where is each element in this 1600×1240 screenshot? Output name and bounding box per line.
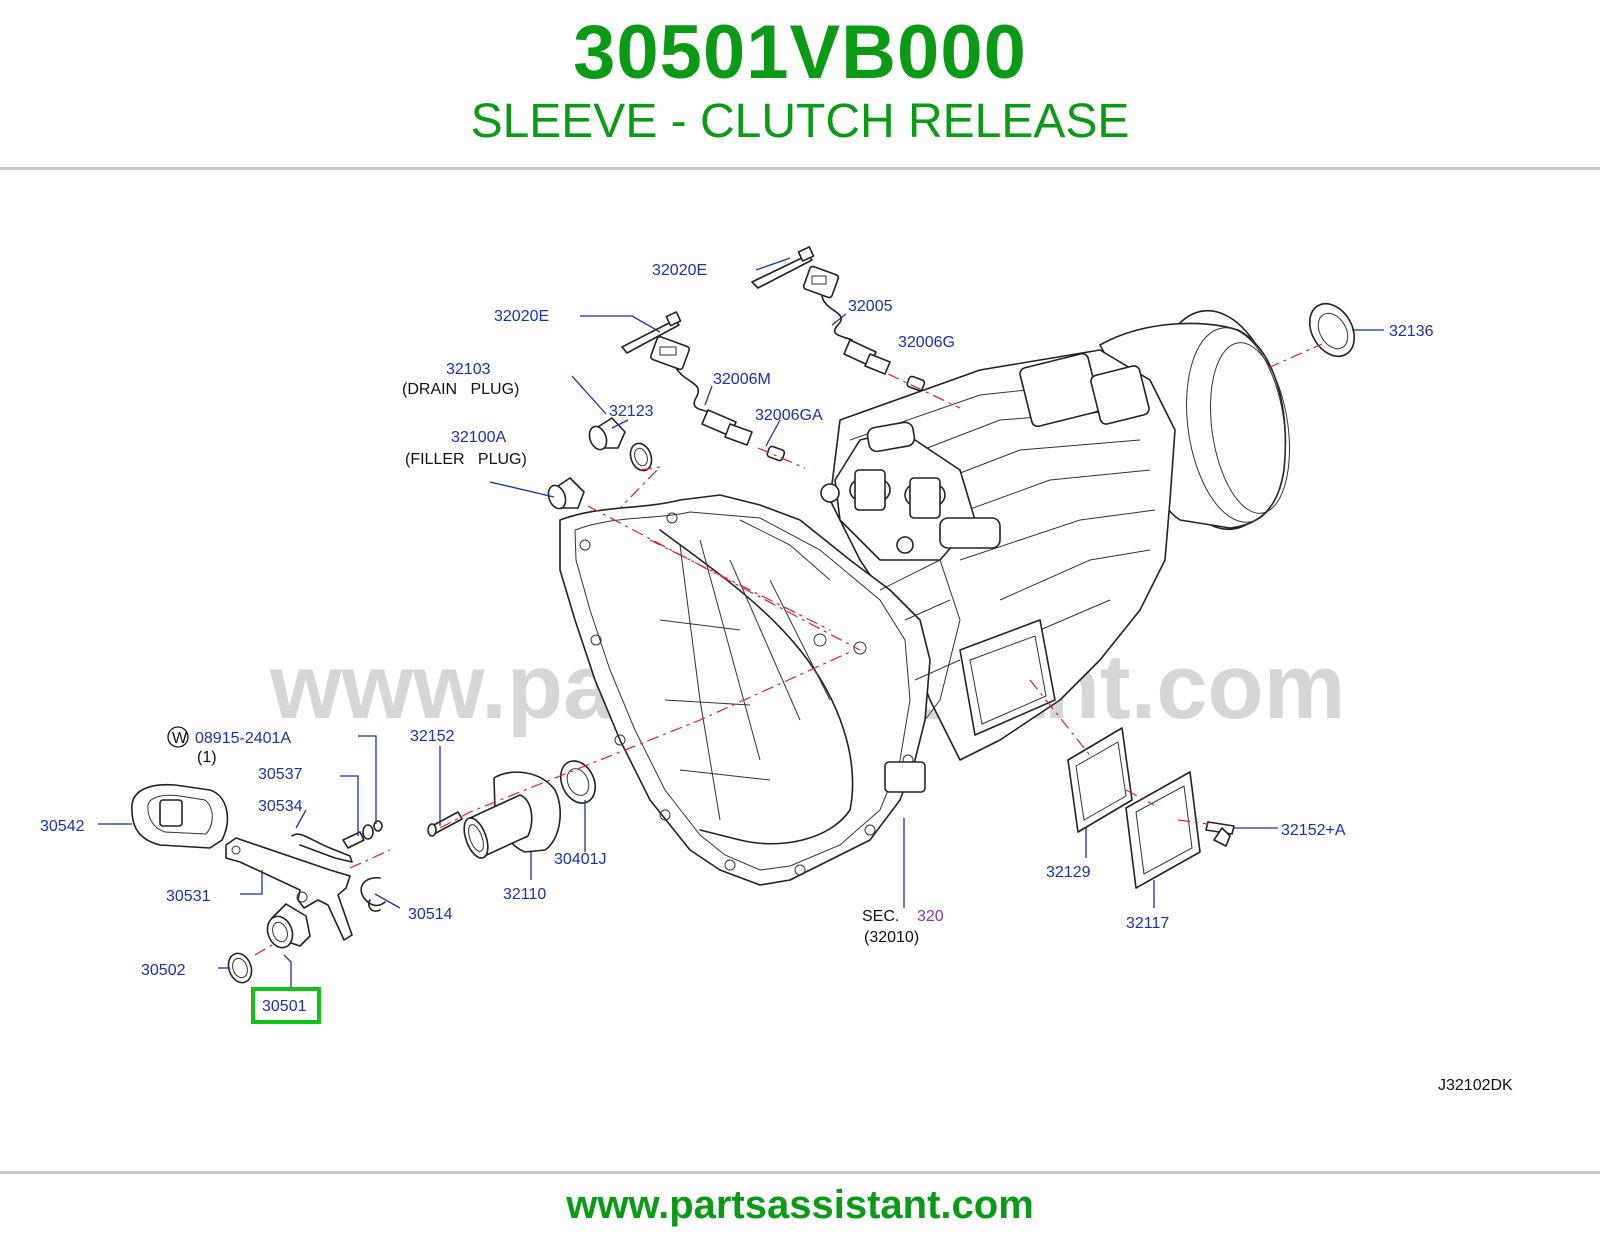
- callout-30502[interactable]: 30502: [141, 962, 186, 979]
- section-number-link[interactable]: 320: [917, 908, 944, 925]
- callout-32005[interactable]: 32005: [848, 298, 893, 315]
- callout-08915-2401A[interactable]: 08915-2401A: [195, 730, 291, 747]
- diagram-code: J32102DK: [1438, 1077, 1513, 1094]
- assembly-centerlines: [254, 343, 1323, 956]
- callout-32006M[interactable]: 32006M: [713, 371, 771, 388]
- component-parts: [131, 246, 1356, 984]
- callout-30542[interactable]: 30542: [40, 818, 85, 835]
- callout-32123[interactable]: 32123: [609, 403, 654, 420]
- callout-32152[interactable]: 32152: [410, 728, 455, 745]
- callout-32020E[interactable]: 32020E: [494, 308, 549, 325]
- callout-32103[interactable]: 32103: [446, 361, 491, 378]
- part-name-subtitle: SLEEVE - CLUTCH RELEASE: [470, 95, 1130, 148]
- callout-32117[interactable]: 32117: [1126, 915, 1169, 932]
- callout-32110[interactable]: 32110: [503, 886, 546, 903]
- callout-30537[interactable]: 30537: [258, 766, 303, 783]
- footer-divider: [0, 1171, 1600, 1174]
- footer-url-link[interactable]: www.partsassistant.com: [566, 1183, 1034, 1227]
- callout-30531[interactable]: 30531: [166, 888, 211, 905]
- callout-30514[interactable]: 30514: [408, 906, 453, 923]
- callout-32136[interactable]: 32136: [1389, 323, 1434, 340]
- w-symbol: W: [172, 730, 188, 747]
- callout-32100A[interactable]: 32100A: [451, 429, 506, 446]
- callout-30401J[interactable]: 30401J: [554, 851, 607, 868]
- callout-32006G[interactable]: 32006G: [898, 334, 955, 351]
- leader-lines: [98, 257, 1384, 988]
- highlighted-part-box: [251, 987, 321, 1024]
- filler-plug-note: (FILLER PLUG): [405, 451, 527, 468]
- callout-30501-highlighted[interactable]: 30501: [262, 998, 307, 1015]
- callout-32020E-top[interactable]: 32020E: [652, 262, 707, 279]
- quantity-note: (1): [197, 749, 217, 766]
- section-subref: (32010): [864, 929, 919, 946]
- callout-32152-plus-A[interactable]: 32152+A: [1281, 822, 1346, 839]
- part-callouts: 32020E 32020E 32005 32006G 32136 32103 (…: [40, 262, 1513, 1094]
- drain-plug-note: (DRAIN PLUG): [402, 381, 519, 398]
- page-header: 30501VB000 SLEEVE - CLUTCH RELEASE: [0, 0, 1600, 168]
- part-number-title: 30501VB000: [573, 10, 1027, 95]
- header-divider: [0, 167, 1600, 170]
- callout-32006GA[interactable]: 32006GA: [755, 407, 823, 424]
- section-label: SEC.: [862, 908, 899, 925]
- transmission-assembly-drawing: [559, 309, 1290, 886]
- w-symbol-circle: [167, 726, 189, 748]
- callout-30534[interactable]: 30534: [258, 798, 303, 815]
- callout-32129[interactable]: 32129: [1046, 864, 1091, 881]
